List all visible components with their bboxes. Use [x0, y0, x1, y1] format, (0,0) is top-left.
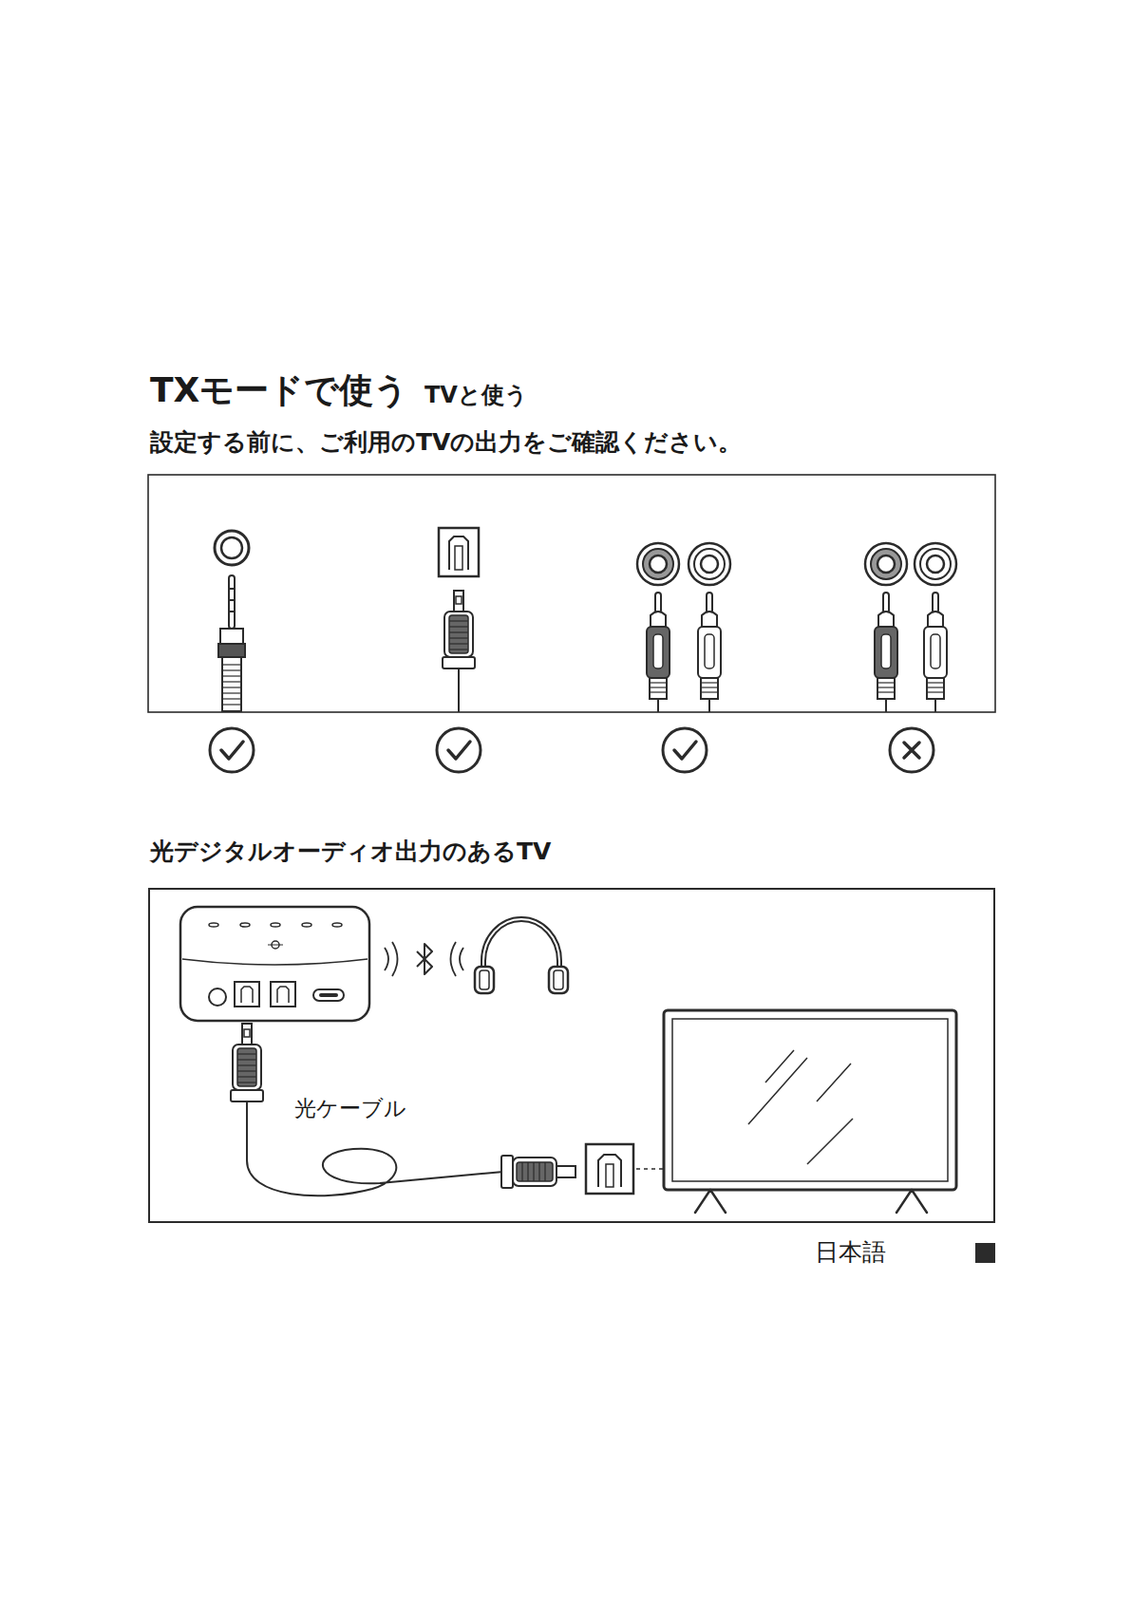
grip-rib	[700, 691, 718, 693]
rca-plug	[865, 543, 907, 713]
check-mark	[662, 728, 707, 773]
instruction-text: 設定する前に、ご利用のTVの出力をご確認ください。	[150, 429, 742, 456]
grip-rib	[877, 691, 895, 693]
grip-rib	[449, 648, 469, 650]
bluetooth-signal	[384, 942, 464, 977]
grip-rib	[222, 692, 242, 694]
panel-heading: 光デジタルオーディオ出力のあるTV	[150, 838, 551, 866]
cross-mark	[889, 728, 934, 773]
cable-label: 光ケーブル	[294, 1096, 407, 1121]
language-label: 日本語	[814, 1239, 887, 1266]
rca-plug	[688, 543, 731, 713]
grip-rib	[222, 686, 242, 688]
check-mark	[436, 728, 481, 773]
grip-rib	[222, 680, 242, 682]
grip-rib	[449, 637, 469, 639]
grip-rib	[449, 631, 469, 633]
grip-rib	[649, 686, 667, 688]
grip-rib	[449, 642, 469, 644]
grip-rib	[237, 1064, 257, 1066]
grip-rib	[877, 686, 895, 688]
tv-optical-port	[585, 1144, 663, 1194]
grip-rib	[237, 1075, 257, 1077]
grip-rib	[222, 703, 242, 705]
page-marker	[975, 1243, 996, 1264]
rca-plug	[637, 543, 680, 713]
subtitle: TVと使う	[424, 382, 529, 408]
grip-rib	[926, 691, 944, 693]
page-title: TXモードで使う	[150, 371, 409, 410]
grip-rib	[222, 669, 242, 671]
grip-rib	[449, 625, 469, 627]
grip-rib	[237, 1070, 257, 1072]
grip-rib	[926, 686, 944, 688]
grip-rib	[222, 698, 242, 699]
grip-rib	[700, 686, 718, 688]
optical-cable	[230, 1023, 576, 1196]
grip-rib	[649, 691, 667, 693]
grip-rib	[222, 675, 242, 677]
television	[663, 1010, 957, 1213]
grip-rib	[449, 620, 469, 622]
grip-rib	[237, 1081, 257, 1083]
grip-rib	[237, 1053, 257, 1055]
grip-rib	[926, 681, 944, 683]
grip-rib	[700, 681, 718, 683]
example-panel: 光デジタルオーディオ出力のあるTV	[148, 887, 996, 1224]
rca-plug	[914, 543, 957, 713]
output-panel	[148, 474, 996, 713]
grip-rib	[222, 663, 242, 665]
headphones	[474, 919, 568, 994]
grip-rib	[649, 681, 667, 683]
aux-plug	[214, 530, 249, 712]
grip-rib	[877, 681, 895, 683]
grip-rib	[237, 1058, 257, 1060]
optical-plug	[438, 528, 479, 713]
transmitter-device	[180, 906, 370, 1021]
check-mark	[209, 728, 254, 773]
